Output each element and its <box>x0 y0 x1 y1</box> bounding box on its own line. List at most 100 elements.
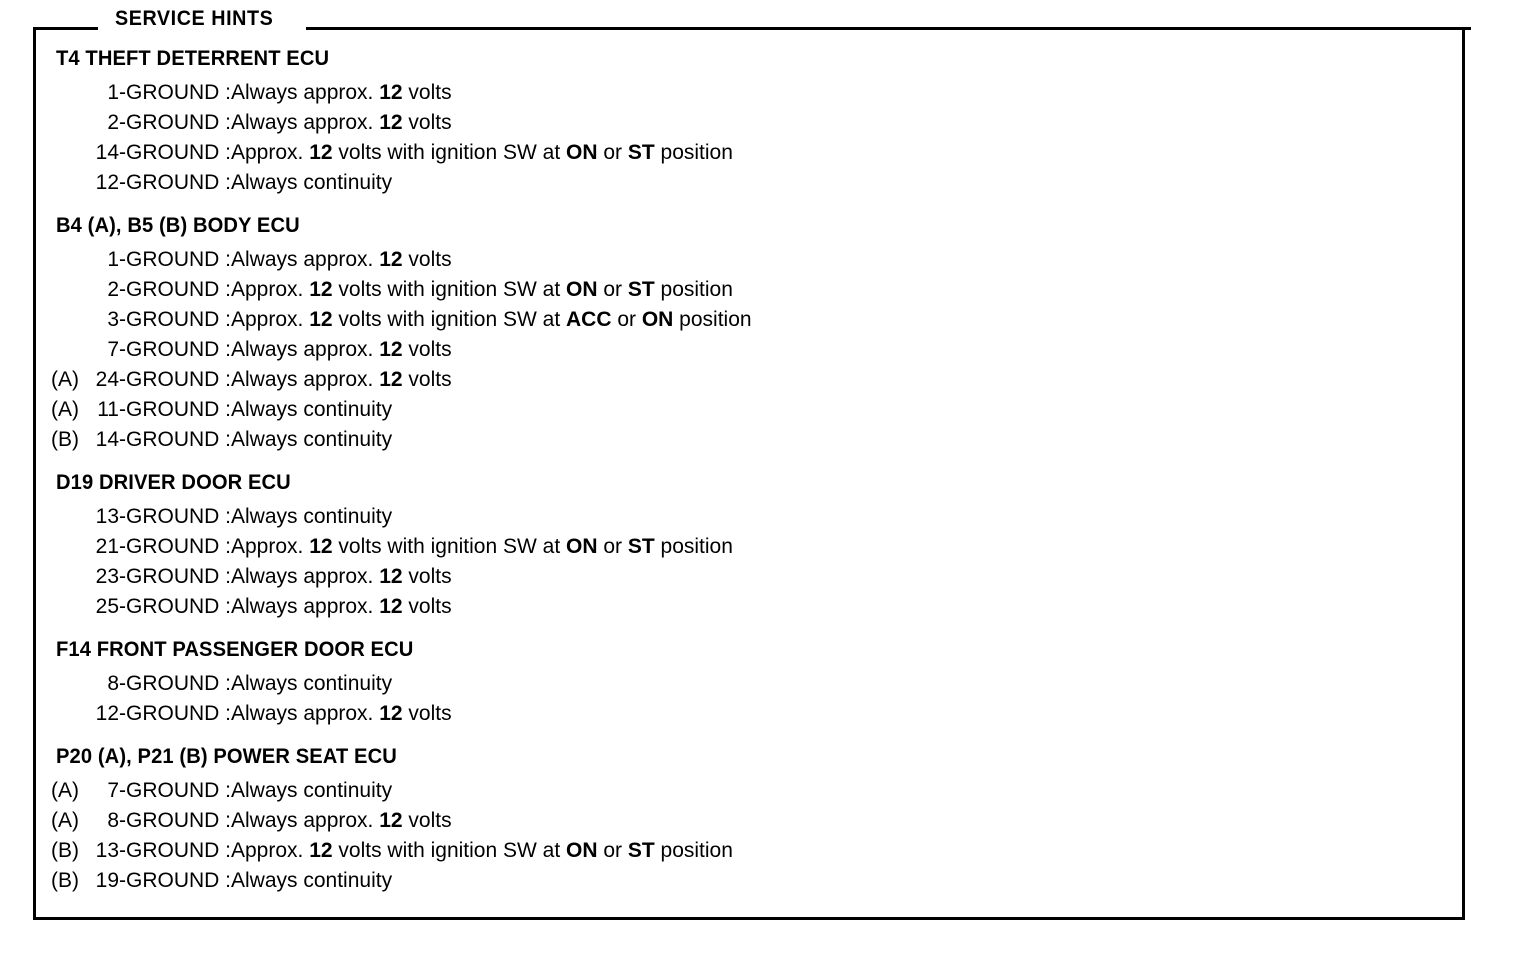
ecu-section-title: D19 DRIVER DOOR ECU <box>56 471 291 494</box>
measurement-description: Approx. 12 volts with ignition SW at ON … <box>231 278 733 301</box>
measurement-description: Always continuity <box>231 869 393 892</box>
measurement-description: Always approx. 12 volts <box>231 81 452 104</box>
pin-stem-label: -GROUND : <box>119 672 231 695</box>
pin-stem-label: -GROUND : <box>119 535 231 558</box>
connector-label: (B) <box>51 428 79 451</box>
measurement-description: Always approx. 12 volts <box>231 565 452 588</box>
pin-spec-row: (A)7-GROUND : Always continuity <box>36 776 1462 806</box>
pin-number: 14 <box>95 141 119 164</box>
pin-stem-label: -GROUND : <box>119 141 231 164</box>
measurement-description: Always approx. 12 volts <box>231 368 452 391</box>
ecu-section: P20 (A), P21 (B) POWER SEAT ECU (A)7-GROU… <box>36 746 1462 896</box>
ecu-section-title: T4 THEFT DETERRENT ECU <box>56 47 330 70</box>
pin-stem-label: -GROUND : <box>119 111 231 134</box>
pin-spec-row: (B) 19-GROUND : Always continuity <box>36 866 1462 896</box>
measurement-description: Always continuity <box>231 398 393 421</box>
pin-spec-row: (B) 14-GROUND : Always continuity <box>36 425 1462 455</box>
measurement-description: Always approx. 12 volts <box>231 595 452 618</box>
measurement-description: Always approx. 12 volts <box>231 248 452 271</box>
pin-number: 2 <box>107 111 119 134</box>
connector-label: (A) <box>51 398 79 421</box>
pin-stem-label: -GROUND : <box>119 81 231 104</box>
ecu-section-title: P20 (A), P21 (B) POWER SEAT ECU <box>56 745 397 768</box>
pin-number: 21 <box>95 535 119 558</box>
pin-number: 8 <box>107 809 119 832</box>
measurement-description: Always approx. 12 volts <box>231 338 452 361</box>
pin-number: 2 <box>107 278 119 301</box>
pin-number: 24 <box>95 368 119 391</box>
pin-number: 12 <box>95 702 119 725</box>
ecu-section-title: B4 (A), B5 (B) BODY ECU <box>56 214 300 237</box>
pin-stem-label: -GROUND : <box>119 248 231 271</box>
pin-number: 7 <box>107 338 119 361</box>
pin-spec-row: 21-GROUND : Approx. 12 volts with igniti… <box>36 532 1462 562</box>
pin-spec-row: (A) 8-GROUND : Always approx. 12 volts <box>36 806 1462 836</box>
panel-top-rule-right <box>306 27 1471 30</box>
measurement-description: Approx. 12 volts with ignition SW at ON … <box>231 839 733 862</box>
panel-top-rule-left <box>33 27 98 30</box>
measurement-description: Always approx. 12 volts <box>231 809 452 832</box>
measurement-description: Approx. 12 volts with ignition SW at ON … <box>231 141 733 164</box>
pin-number: 13 <box>95 505 119 528</box>
ecu-section: F14 FRONT PASSENGER DOOR ECU 8-GROUND : A… <box>36 639 1462 729</box>
pin-spec-row: 2-GROUND : Approx. 12 volts with ignitio… <box>36 275 1462 305</box>
pin-spec-row: 12-GROUND : Always continuity <box>36 168 1462 198</box>
pin-stem-label: -GROUND : <box>119 505 231 528</box>
pin-spec-row: 3-GROUND : Approx. 12 volts with ignitio… <box>36 305 1462 335</box>
pin-spec-row: 14-GROUND : Approx. 12 volts with igniti… <box>36 138 1462 168</box>
pin-stem-label: -GROUND : <box>119 171 231 194</box>
connector-label: (A) <box>51 368 79 391</box>
pin-spec-row: (A) 11-GROUND : Always continuity <box>36 395 1462 425</box>
pin-number: 3 <box>107 308 119 331</box>
pin-number: 11 <box>97 398 119 421</box>
pin-spec-row: 1-GROUND : Always approx. 12 volts <box>36 245 1462 275</box>
measurement-description: Always continuity <box>231 505 393 528</box>
measurement-description: Always approx. 12 volts <box>231 111 452 134</box>
pin-spec-row: 12-GROUND : Always approx. 12 volts <box>36 699 1462 729</box>
pin-spec-row: (B) 13-GROUND : Approx. 12 volts with ign… <box>36 836 1462 866</box>
measurement-description: Always continuity <box>231 672 393 695</box>
pin-number: 12 <box>95 171 119 194</box>
measurement-description: Always approx. 12 volts <box>231 702 452 725</box>
connector-label: (B) <box>51 839 79 862</box>
pin-stem-label: -GROUND : <box>119 338 231 361</box>
pin-stem-label: -GROUND : <box>119 595 231 618</box>
page-title: SERVICE HINTS <box>115 7 274 30</box>
pin-number: 1 <box>107 248 119 271</box>
pin-spec-row: 7-GROUND : Always approx. 12 volts <box>36 335 1462 365</box>
pin-number: 14 <box>95 428 119 451</box>
pin-number: 13 <box>95 839 119 862</box>
ecu-section-title: F14 FRONT PASSENGER DOOR ECU <box>56 638 414 661</box>
pin-stem-label: -GROUND : <box>119 368 231 391</box>
pin-stem-label: -GROUND : <box>119 839 231 862</box>
measurement-description: Always continuity <box>231 779 393 802</box>
measurement-description: Approx. 12 volts with ignition SW at ON … <box>231 535 733 558</box>
pin-spec-row: 25-GROUND : Always approx. 12 volts <box>36 592 1462 622</box>
pin-stem-label: -GROUND : <box>119 398 231 421</box>
connector-label: (B) <box>51 869 79 892</box>
pin-number: 1 <box>107 81 119 104</box>
pin-stem-label: -GROUND : <box>119 702 231 725</box>
pin-spec-row: 13-GROUND : Always continuity <box>36 502 1462 532</box>
pin-spec-row: (A) 24-GROUND : Always approx. 12 volts <box>36 365 1462 395</box>
pin-stem-label: -GROUND : <box>119 809 231 832</box>
pin-number: 19 <box>95 869 119 892</box>
pin-stem-label: -GROUND : <box>119 278 231 301</box>
pin-stem-label: -GROUND : <box>119 428 231 451</box>
pin-number: 25 <box>95 595 119 618</box>
pin-number: 23 <box>95 565 119 588</box>
measurement-description: Always continuity <box>231 171 393 194</box>
measurement-description: Approx. 12 volts with ignition SW at ACC… <box>231 308 752 331</box>
pin-stem-label: -GROUND : <box>119 869 231 892</box>
connector-label: (A) <box>51 809 79 832</box>
pin-stem-label: -GROUND : <box>119 565 231 588</box>
measurement-description: Always continuity <box>231 428 393 451</box>
pin-spec-row: 1-GROUND : Always approx. 12 volts <box>36 78 1462 108</box>
pin-number: 8 <box>107 672 119 695</box>
pin-stem-label: -GROUND : <box>119 308 231 331</box>
